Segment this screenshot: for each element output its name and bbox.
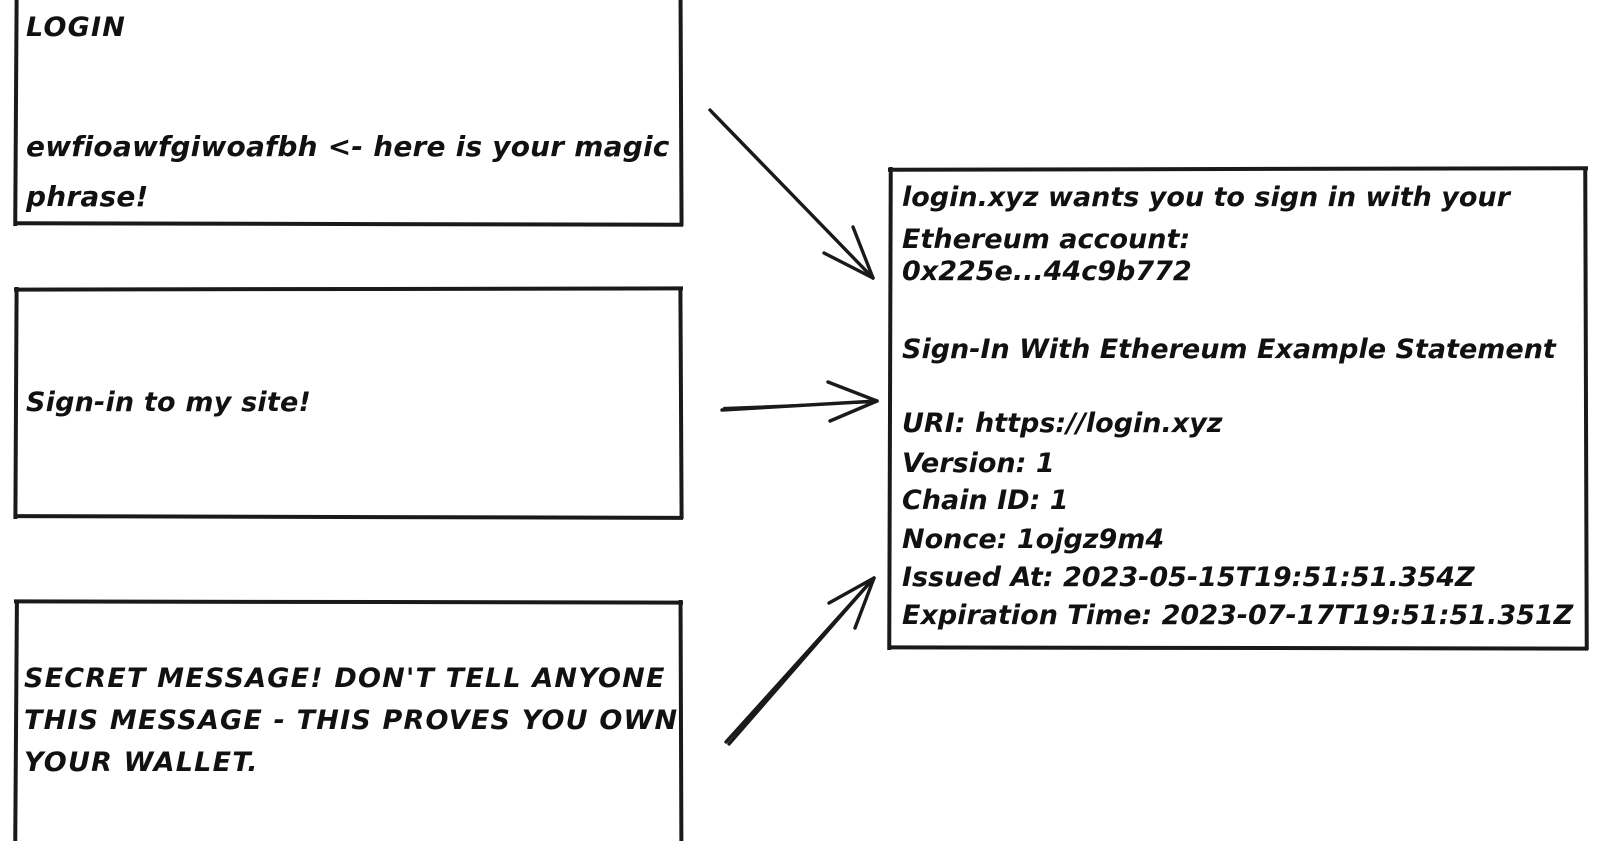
box-edge-right: [678, 0, 684, 227]
box-edge-top: [13, 286, 684, 292]
box-edge-left: [13, 599, 19, 841]
box-edge-left: [13, 286, 19, 520]
box-edge-bottom: [13, 514, 684, 520]
box-edge-right: [1583, 166, 1589, 651]
siwe-line-uri: URI: https://login.xyz: [902, 408, 1223, 439]
box-edge-left: [887, 166, 893, 651]
login-magic-phrase-box: [13, 0, 684, 227]
sign-in-prompt-box: [13, 286, 684, 520]
siwe-line-nonce: Nonce: 1ojgz9m4: [902, 524, 1165, 555]
siwe-line-address: 0x225e...44c9b772: [902, 256, 1192, 287]
arrow-signin-to-siwe: [720, 380, 879, 423]
box-edge-right: [678, 286, 684, 520]
box-edge-bottom: [887, 645, 1589, 651]
secret-message-text: SECRET MESSAGE! DON'T TELL ANYONE THIS M…: [24, 663, 679, 778]
sign-in-prompt-text: Sign-in to my site!: [26, 387, 311, 418]
login-heading: LOGIN: [26, 12, 126, 43]
siwe-line-chain-id: Chain ID: 1: [902, 485, 1069, 516]
arrow-login-to-siwe: [708, 108, 875, 280]
arrow-secret-to-siwe: [724, 576, 876, 746]
siwe-message-box: [887, 166, 1589, 651]
siwe-line-version: Version: 1: [902, 448, 1055, 479]
box-edge-top: [887, 166, 1589, 172]
box-edge-right: [678, 599, 684, 841]
siwe-line-domain-request: login.xyz wants you to sign in with your: [902, 182, 1510, 213]
box-edge-top: [13, 599, 684, 605]
siwe-line-account-label: Ethereum account:: [902, 224, 1191, 255]
box-edge-left: [13, 0, 19, 227]
magic-phrase-text: ewfioawfgiwoafbh <- here is your magic p…: [26, 130, 670, 213]
siwe-line-issued-at: Issued At: 2023-05-15T19:51:51.354Z: [902, 562, 1475, 593]
siwe-line-statement: Sign-In With Ethereum Example Statement: [902, 334, 1556, 365]
box-edge-bottom: [13, 221, 684, 227]
siwe-line-expiration: Expiration Time: 2023-07-17T19:51:51.351…: [902, 600, 1574, 631]
secret-message-box: [13, 599, 684, 841]
